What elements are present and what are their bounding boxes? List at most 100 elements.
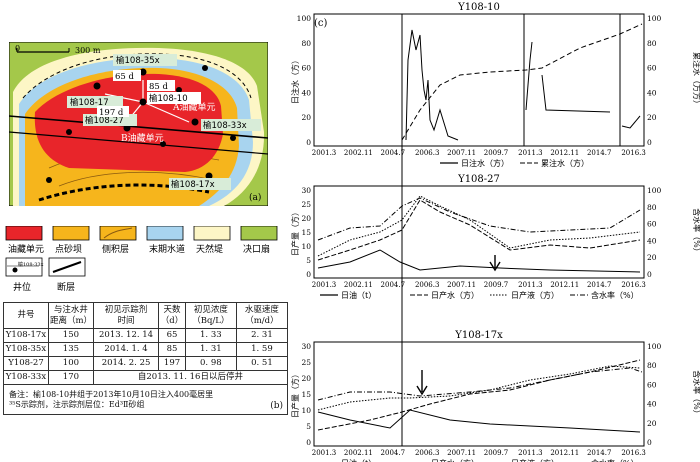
- series-daily-injection: [405, 29, 459, 141]
- legend-entry: 日产水（方）: [431, 458, 479, 462]
- y-tick-label-right: 40: [647, 236, 657, 245]
- series-cumulative-injection: [401, 23, 643, 141]
- x-tick-label: 2004.7: [381, 281, 406, 289]
- y-tick-label-left: 80: [301, 39, 311, 48]
- y-tick-label-right: 0: [647, 270, 652, 279]
- y-tick-label-right: 40: [647, 88, 657, 97]
- x-tick-label: 2006.3: [415, 281, 440, 289]
- table-cell: 85: [158, 342, 186, 357]
- scale-length: 300 m: [75, 46, 101, 55]
- legend-entry: 日油（t）: [341, 290, 376, 300]
- y-tick-label-left: 40: [301, 88, 311, 97]
- x-tick-label: 2001.3: [312, 149, 337, 157]
- y-tick-label-left: 10: [301, 406, 311, 415]
- x-tick-label: 2004.7: [381, 449, 406, 457]
- time-197d: 197 d: [99, 108, 124, 118]
- series-daily-water: [317, 359, 641, 431]
- y-tick-label-left: 25: [301, 358, 311, 367]
- x-tick-label: 2012.11: [550, 281, 579, 289]
- y-tick-label-left: 0: [306, 270, 311, 279]
- y-tick-label-left: 30: [301, 342, 311, 351]
- x-tick-label: 2016.3: [621, 449, 646, 457]
- legend-label: 侧积层: [102, 243, 129, 255]
- time-85d: 85 d: [149, 82, 169, 92]
- panel-c-tag: (c): [314, 18, 328, 29]
- y-tick-label-right: 100: [647, 186, 662, 195]
- unit-a-label: A油藏单元: [172, 101, 216, 113]
- table-cell: 1. 33: [184, 328, 237, 343]
- y-tick-label-right: 100: [647, 342, 662, 351]
- table-cell: 2014. 2. 25: [92, 356, 160, 371]
- legend-entry: 日产水（方）: [431, 290, 479, 300]
- x-tick-label: 2012.11: [550, 449, 579, 457]
- production-charts: (c) Y108-10日注水（方）累注水（万方）0204060801000204…: [290, 2, 700, 462]
- series-daily-water: [317, 199, 641, 261]
- legend-label: 天然堤: [196, 243, 223, 255]
- legend-well-label: 井位: [13, 281, 31, 293]
- header-concentration: 初见浓度 （Bq/L）: [184, 302, 237, 329]
- legend-label: 决口扇: [243, 243, 270, 255]
- legend-entry: 日产液（方）: [511, 290, 559, 300]
- x-tick-label: 2004.7: [381, 149, 406, 157]
- y-tick-label-right: 60: [647, 64, 657, 73]
- legend-entry: 累注水（方）: [541, 158, 589, 168]
- x-tick-label: 2007.11: [447, 449, 476, 457]
- legend-entry: 日油（t）: [341, 458, 376, 462]
- x-tick-label: 2016.3: [621, 281, 646, 289]
- y-axis-label-left: 日产量（方）: [290, 208, 300, 256]
- table-cell: 1. 31: [184, 342, 237, 357]
- table-cell: Y108-35x: [3, 342, 49, 357]
- note-line-1: 备注：榆108-10井组于2013年10月10日注入400毫居里: [9, 389, 214, 399]
- y-tick-label-left: 100: [297, 14, 312, 23]
- label-well-33x: 榆108-33x: [203, 120, 247, 131]
- x-tick-label: 2009.7: [484, 449, 509, 457]
- series-water-cut: [317, 197, 641, 241]
- legend-swatch: [240, 226, 278, 241]
- chart-title: Y108-17x: [454, 330, 503, 341]
- scale-zero: 0: [15, 44, 20, 53]
- series-daily-liquid: [317, 365, 641, 411]
- y-tick-label-left: 20: [301, 113, 311, 122]
- well-marker-10: [139, 98, 147, 106]
- y-tick-label-right: 80: [647, 39, 657, 48]
- unit-b-label: B油藏单元: [121, 132, 164, 144]
- legend-entry: 含水率（%）: [591, 458, 639, 462]
- x-tick-label: 2011.3: [518, 281, 543, 289]
- table-cell: 2013. 12. 14: [92, 328, 160, 343]
- label-well-27: 榆108-27: [85, 115, 124, 126]
- x-tick-label: 2011.3: [518, 449, 543, 457]
- legend-entry: 日产液（方）: [511, 458, 559, 462]
- well-marker-17: [93, 82, 101, 90]
- cell-note: 自2013. 11. 16日以后停井: [92, 370, 289, 385]
- y-tick-label-left: 5: [306, 422, 311, 431]
- x-tick-label: 2001.3: [312, 281, 337, 289]
- x-tick-label: 2016.3: [621, 149, 646, 157]
- y-tick-label-left: 0: [306, 138, 311, 147]
- legend-label: 油藏单元: [8, 243, 44, 255]
- series-daily-oil: [317, 409, 641, 433]
- arrow-icon: [489, 255, 501, 272]
- chart-frame: [313, 341, 645, 447]
- x-tick-label: 2014.7: [587, 149, 612, 157]
- y-tick-label-right: 60: [647, 220, 657, 229]
- x-tick-label: 2014.7: [587, 449, 612, 457]
- x-tick-label: 2007.11: [447, 281, 476, 289]
- legend-entry: 日注水（方）: [461, 158, 509, 168]
- table-cell: 2. 31: [235, 328, 289, 343]
- table-cell: 100: [47, 356, 94, 371]
- arrow-icon: [416, 370, 428, 396]
- time-65d: 65 d: [115, 72, 135, 82]
- table-cell: 150: [47, 328, 94, 343]
- table-cell: 2014. 1. 4: [92, 342, 160, 357]
- y-tick-label-right: 0: [647, 438, 652, 447]
- y-tick-label-right: 20: [647, 113, 657, 122]
- tracer-table: 井号 与注水井 距离（m） 初见示踪剂 时间 天数 （d） 初见浓度 （Bq/L…: [3, 302, 289, 415]
- x-tick-label: 2006.3: [415, 449, 440, 457]
- label-well-10: 榆108-10: [149, 93, 188, 104]
- series-daily-liquid: [317, 195, 641, 257]
- y-tick-label-left: 20: [301, 374, 311, 383]
- header-time: 初见示踪剂 时间: [92, 302, 160, 329]
- x-tick-label: 2006.3: [415, 149, 440, 157]
- legend-fault-label: 断层: [57, 281, 75, 293]
